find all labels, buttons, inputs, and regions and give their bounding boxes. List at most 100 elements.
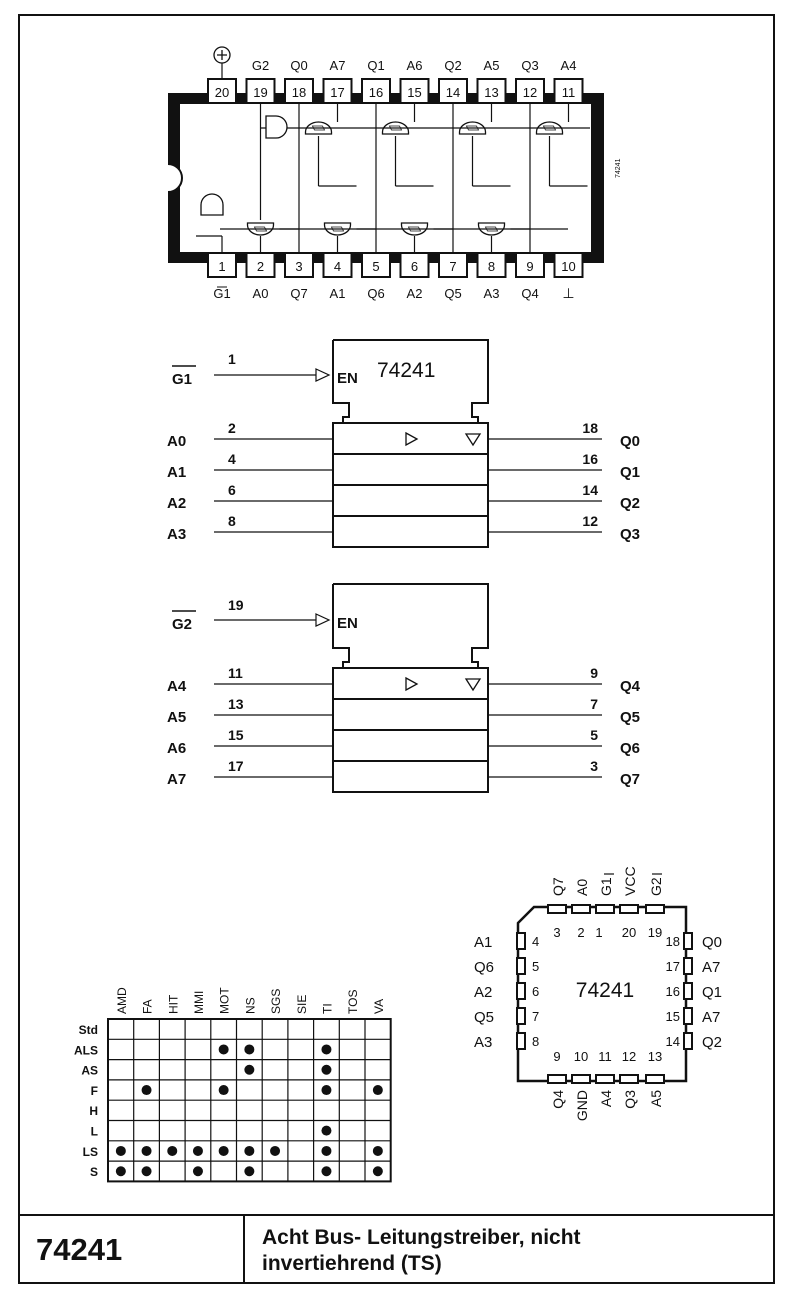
part-number-title: 74241 xyxy=(36,1232,123,1267)
plcc-bottom-pin-label: GND xyxy=(574,1090,590,1121)
manufacturer-label: SGS xyxy=(269,989,283,1014)
dip-pin-number: 6 xyxy=(411,259,418,274)
hysteresis-icon xyxy=(465,125,480,131)
output-pin-number: 18 xyxy=(582,420,598,436)
plcc-left-pad xyxy=(516,1007,526,1025)
dip-pin-label: Q4 xyxy=(521,286,538,301)
tristate-symbol-icon xyxy=(464,433,482,447)
ground-symbol-icon: ⊥ xyxy=(562,285,574,301)
availability-dot xyxy=(321,1125,332,1136)
dip-pin-number: 16 xyxy=(369,85,383,100)
manufacturer-label: TOS xyxy=(346,990,360,1014)
plcc-bottom-pad xyxy=(645,1074,665,1084)
manufacturer-label: AMD xyxy=(115,987,129,1014)
dip-pin-label: G2 xyxy=(252,58,269,73)
output-pin-number: 9 xyxy=(590,665,598,681)
dip-pin-number: 7 xyxy=(449,259,456,274)
dip-pin-number: 14 xyxy=(446,85,460,100)
output-pin-number: 12 xyxy=(582,513,598,529)
tristate-symbol-icon xyxy=(464,678,482,692)
availability-dot xyxy=(192,1166,203,1177)
availability-dot xyxy=(372,1085,383,1096)
plcc-right-pad xyxy=(683,1007,693,1025)
plcc-right-pad xyxy=(683,982,693,1000)
manufacturer-label: SIE xyxy=(295,995,309,1014)
availability-dot xyxy=(244,1064,255,1075)
dip-pin-label: Q7 xyxy=(290,286,307,301)
output-pin-number: 14 xyxy=(582,482,598,498)
manufacturer-label: VA xyxy=(372,999,386,1014)
plcc-bottom-pin-label: Q3 xyxy=(622,1090,638,1109)
output-pin-number: 5 xyxy=(590,727,598,743)
dip-pin-9 xyxy=(515,252,545,278)
buffer-symbol-icon xyxy=(405,431,419,447)
plcc-bottom-pin-number: 10 xyxy=(574,1049,588,1064)
availability-dot xyxy=(218,1044,229,1055)
plcc-right-pin-number: 16 xyxy=(666,984,680,999)
plcc-bottom-pad xyxy=(547,1074,567,1084)
plcc-top-pin-label: G2 xyxy=(648,877,664,896)
enable-pin-number: 19 xyxy=(228,597,244,613)
dip-pin-12 xyxy=(515,78,545,104)
plcc-left-pin-label: A2 xyxy=(474,984,492,1001)
title-block-divider xyxy=(243,1214,245,1284)
plcc-bottom-pin-label: Q4 xyxy=(550,1090,566,1109)
enable-gate-bottom xyxy=(200,193,224,216)
enable-signal-label: G2 xyxy=(172,616,192,633)
availability-dot xyxy=(244,1166,255,1177)
plcc-top-pin-number: 19 xyxy=(648,925,662,940)
hysteresis-icon xyxy=(407,226,422,232)
output-label: Q1 xyxy=(620,464,640,481)
title-block xyxy=(18,1214,775,1286)
input-pin-number: 15 xyxy=(228,727,244,743)
family-label: Std xyxy=(79,1023,98,1037)
input-pin-number: 11 xyxy=(228,665,243,681)
dip-pin-17 xyxy=(322,78,353,104)
dip-pin-number: 19 xyxy=(253,85,267,100)
plcc-right-pin-label: Q2 xyxy=(702,1034,722,1051)
hysteresis-icon xyxy=(484,226,499,232)
dip-pin-label: A5 xyxy=(484,58,500,73)
plcc-right-pin-number: 14 xyxy=(666,1034,680,1049)
plcc-left-pad xyxy=(516,932,526,950)
availability-dot xyxy=(218,1085,229,1096)
plcc-left-pin-number: 7 xyxy=(532,1009,539,1024)
en-label: EN xyxy=(337,615,358,632)
plcc-left-pad xyxy=(516,982,526,1000)
plcc-left-pin-label: A3 xyxy=(474,1034,492,1051)
dip-pin-number: 5 xyxy=(372,259,379,274)
enable-signal-label: G1 xyxy=(172,371,192,388)
availability-dot xyxy=(244,1145,255,1156)
plcc-right-pin-label: A7 xyxy=(702,1009,720,1026)
dip-pin-label: Q6 xyxy=(367,286,384,301)
plcc-top-pin-number: 2 xyxy=(577,925,584,940)
dip-pin-label: A1 xyxy=(330,286,346,301)
plcc-bottom-pad xyxy=(619,1074,639,1084)
input-label: A1 xyxy=(167,464,186,481)
dip-pin-label: A6 xyxy=(407,58,423,73)
plcc-bottom-pin-number: 9 xyxy=(553,1049,560,1064)
dip-pin-number: 15 xyxy=(407,85,421,100)
availability-dot xyxy=(115,1145,126,1156)
plcc-top-pin-number: 20 xyxy=(622,925,636,940)
dip-pin-label: Q5 xyxy=(444,286,461,301)
input-label: A2 xyxy=(167,495,186,512)
plcc-right-pin-label: A7 xyxy=(702,959,720,976)
plcc-right-pin-number: 15 xyxy=(666,1009,680,1024)
dip-chip-label: 74241 xyxy=(615,158,622,178)
dip-pin-label: Q1 xyxy=(367,58,384,73)
dip-pin-number: 13 xyxy=(484,85,498,100)
dip-pin-19 xyxy=(245,78,276,104)
plcc-top-pad xyxy=(645,904,665,914)
availability-dot xyxy=(141,1145,152,1156)
plcc-left-pin-label: A1 xyxy=(474,934,492,951)
plcc-bottom-pin-label: A4 xyxy=(598,1090,614,1107)
plcc-chip-label: 74241 xyxy=(576,979,634,1002)
plcc-right-pad xyxy=(683,1032,693,1050)
dip-pin-number: 8 xyxy=(488,259,495,274)
plcc-left-pin-number: 6 xyxy=(532,984,539,999)
dip-pin-label: Q3 xyxy=(521,58,538,73)
description-line-2: invertiehrend (TS) xyxy=(262,1252,442,1275)
plcc-left-pin-number: 4 xyxy=(532,934,539,949)
